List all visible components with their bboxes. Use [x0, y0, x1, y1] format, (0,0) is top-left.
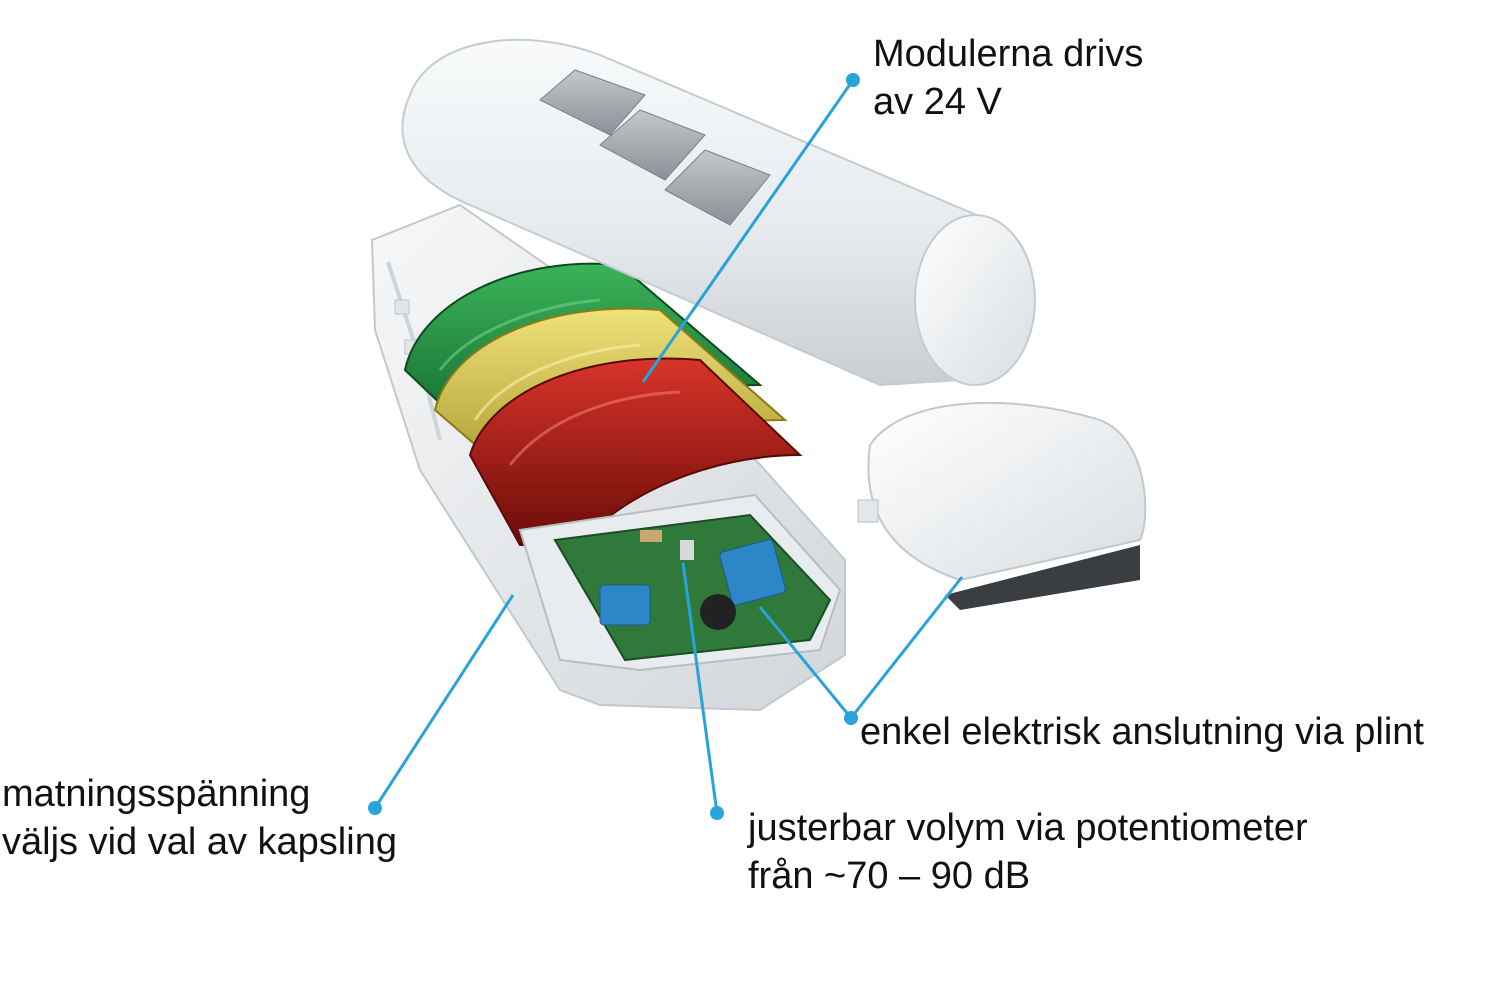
callout-supply-line1: matningsspänning — [2, 773, 311, 815]
leader-line-power — [641, 79, 855, 383]
leader-line-volume — [681, 562, 719, 814]
callout-power-supply: Modulerna drivs av 24 V — [873, 30, 1143, 126]
callout-volume-line2: från ~70 – 90 dB — [748, 855, 1031, 897]
callout-volume-adjustment: justerbar volym via potentiometer från ~… — [748, 804, 1308, 900]
leader-dot-power — [846, 73, 860, 87]
callout-volume-line1: justerbar volym via potentiometer — [748, 807, 1308, 849]
leader-dot-supply — [368, 801, 382, 815]
callout-terminal-connection: enkel elektrisk anslutning via plint — [860, 708, 1424, 756]
terminal-block-left — [599, 584, 651, 626]
callout-power-line1: Modulerna drivs — [873, 33, 1144, 75]
leader-dot-terminal — [844, 711, 858, 725]
buzzer — [700, 594, 736, 630]
leader-dots — [368, 73, 860, 820]
stacked-signal-lenses — [403, 262, 803, 546]
cylinder-housing — [401, 38, 1036, 387]
leader-dot-volume — [710, 806, 724, 820]
callout-supply-line2: väljs vid val av kapsling — [2, 821, 397, 863]
cylinder-windows — [539, 69, 771, 226]
leader-line-supply — [373, 594, 515, 809]
callout-power-line2: av 24 V — [873, 81, 1002, 123]
callout-terminal-line1: enkel elektrisk anslutning via plint — [860, 711, 1424, 753]
callout-supply-voltage: matningsspänning väljs vid val av kapsli… — [2, 770, 397, 866]
terminal-block-right — [719, 539, 786, 606]
separate-cap — [857, 401, 1147, 610]
open-module — [518, 493, 842, 672]
